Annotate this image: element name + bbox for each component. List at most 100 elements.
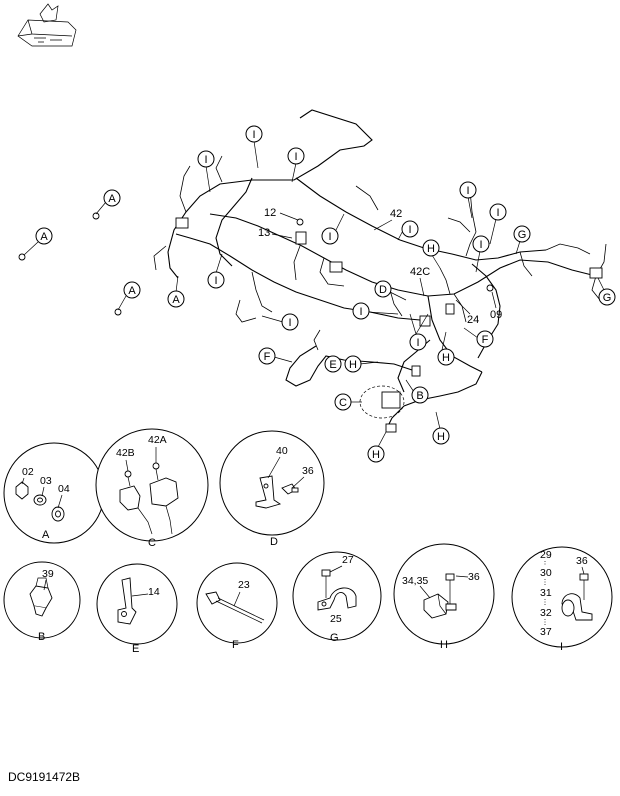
callout-i-5: I <box>397 220 419 241</box>
svg-text:I: I <box>294 151 297 163</box>
detail-g: 27 25 G <box>292 551 382 644</box>
callout-d: D <box>374 280 407 301</box>
callout-e: E <box>324 355 342 373</box>
svg-text:A: A <box>172 294 180 306</box>
callout-a-2: A <box>23 227 53 256</box>
detail-c: 42B 42A C <box>95 428 209 549</box>
callout-h-2: H <box>437 331 455 366</box>
svg-text:I: I <box>416 337 419 349</box>
svg-text:36: 36 <box>468 571 480 583</box>
svg-text:D: D <box>379 284 387 296</box>
detail-b: 39 B <box>3 561 81 643</box>
svg-text:I: I <box>288 317 291 329</box>
svg-text:12: 12 <box>264 207 276 219</box>
svg-text:23: 23 <box>238 579 250 591</box>
svg-text:25: 25 <box>330 613 342 625</box>
detail-f: 23 F <box>196 562 278 651</box>
svg-text:31: 31 <box>540 587 552 599</box>
svg-text:03: 03 <box>40 475 52 487</box>
svg-text:36: 36 <box>302 465 314 477</box>
svg-text:40: 40 <box>276 445 288 457</box>
svg-text:H: H <box>427 243 435 255</box>
svg-text:32: 32 <box>540 607 552 619</box>
callout-i-10: I <box>459 181 477 219</box>
svg-text:I: I <box>560 641 563 653</box>
svg-text:H: H <box>442 352 450 364</box>
svg-text:36: 36 <box>576 555 588 567</box>
svg-text:27: 27 <box>342 554 354 566</box>
svg-text:04: 04 <box>58 483 70 495</box>
svg-text:E: E <box>132 643 139 655</box>
callout-c: C <box>334 393 362 411</box>
callout-a-4: A <box>167 275 185 308</box>
svg-text:29: 29 <box>540 549 552 561</box>
detail-e: 14 E <box>96 563 178 655</box>
svg-text:F: F <box>482 334 489 346</box>
svg-text:F: F <box>264 351 271 363</box>
callout-i-11: I <box>489 203 507 245</box>
callout-f-2: F <box>463 327 494 348</box>
callout-a-3: A <box>117 281 141 311</box>
svg-text:D: D <box>270 536 278 548</box>
callout-g-1: G <box>513 225 531 255</box>
svg-text:I: I <box>204 154 207 166</box>
part-labels: 12 13 42 42C 24 09 <box>258 207 502 326</box>
svg-text:24: 24 <box>467 314 479 326</box>
svg-text:A: A <box>108 193 116 205</box>
callout-h-3: H <box>344 355 379 373</box>
svg-text:H: H <box>372 449 380 461</box>
svg-text:G: G <box>518 229 527 241</box>
svg-text:I: I <box>252 129 255 141</box>
svg-text:B: B <box>416 390 423 402</box>
callout-b: B <box>405 379 429 404</box>
callout-i-6: I <box>207 253 225 289</box>
callout-i-12: I <box>472 235 490 273</box>
svg-text:42C: 42C <box>410 266 430 278</box>
svg-text:42: 42 <box>390 208 402 220</box>
svg-text:I: I <box>359 306 362 318</box>
svg-text:F: F <box>232 639 239 651</box>
callout-g-2: G <box>597 277 616 306</box>
svg-text:H: H <box>349 359 357 371</box>
callout-i-7: I <box>261 313 299 331</box>
detail-a: 02 03 04 A <box>3 442 105 544</box>
orientation-cube-icon <box>17 3 77 47</box>
svg-text:42A: 42A <box>148 434 167 446</box>
svg-text:I: I <box>496 207 499 219</box>
svg-text:C: C <box>339 397 347 409</box>
callout-i-8: I <box>352 302 399 320</box>
svg-text:42B: 42B <box>116 447 135 459</box>
callout-a-1: A <box>95 189 121 215</box>
svg-text:13: 13 <box>258 227 270 239</box>
detail-h: 34,35 36 H <box>393 543 495 651</box>
svg-text:G: G <box>330 632 339 644</box>
svg-text:G: G <box>603 292 612 304</box>
svg-text:E: E <box>329 359 336 371</box>
callout-h-5: H <box>367 431 387 463</box>
svg-text:A: A <box>128 285 136 297</box>
callout-i-3: I <box>287 147 305 183</box>
callout-h-4: H <box>432 411 450 445</box>
svg-text:14: 14 <box>148 586 160 598</box>
svg-text:I: I <box>214 275 217 287</box>
svg-text:H: H <box>440 639 448 651</box>
svg-text:I: I <box>328 231 331 243</box>
callout-i-1: I <box>245 125 263 169</box>
svg-text:37: 37 <box>540 626 552 638</box>
svg-text:02: 02 <box>22 466 34 478</box>
callout-i-9: I <box>409 313 429 351</box>
svg-text:I: I <box>479 239 482 251</box>
callout-h-1: H <box>422 239 441 269</box>
svg-text:09: 09 <box>490 309 502 321</box>
callout-i-2: I <box>197 150 215 193</box>
svg-text:I: I <box>408 224 411 236</box>
svg-text:34,35: 34,35 <box>402 575 428 587</box>
svg-text:H: H <box>437 431 445 443</box>
svg-text:39: 39 <box>42 568 54 580</box>
svg-text:I: I <box>466 185 469 197</box>
harness-wires <box>153 109 607 431</box>
svg-text:A: A <box>40 231 48 243</box>
callout-i-4: I <box>321 213 345 245</box>
svg-text:C: C <box>148 537 156 549</box>
